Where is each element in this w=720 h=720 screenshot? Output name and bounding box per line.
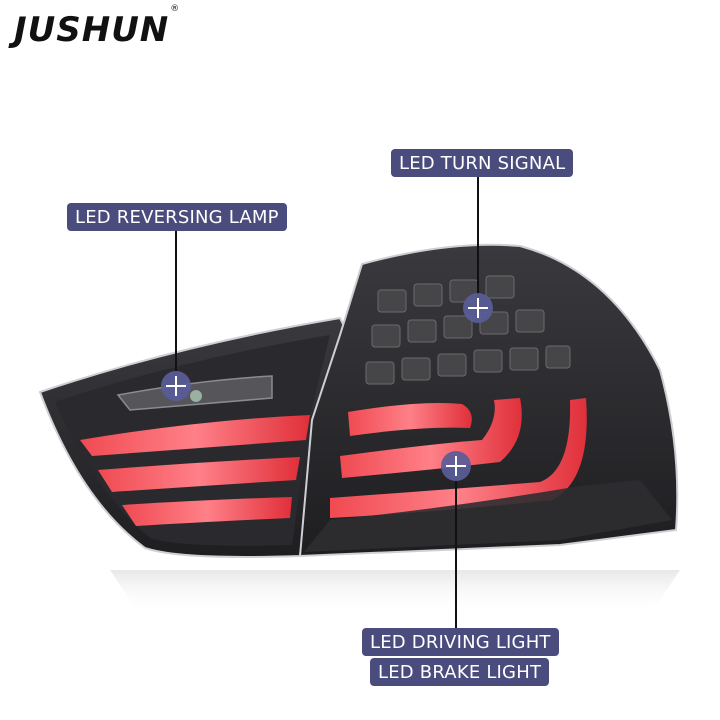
red-bar-3 [122,497,292,526]
driving-marker [441,451,471,481]
brake-light-label: LED BRAKE LIGHT [370,658,550,686]
brand-name: JUSHUN [14,10,170,50]
floor-reflection [110,570,680,615]
red-l-bar-1 [348,403,472,436]
honeycomb-section [304,480,672,552]
red-bar-2 [98,457,300,492]
red-bar-1 [80,415,310,456]
turn-marker [463,293,493,323]
right-lamp [298,243,679,558]
reversing-marker [161,371,191,401]
registered-mark: ® [170,3,181,14]
driving-light-label: LED DRIVING LIGHT [362,628,559,656]
turn-signal-label: LED TURN SIGNAL [391,149,574,177]
red-l-bar-2 [340,398,522,478]
brand-logo: JUSHUN® [14,4,179,50]
left-lamp [38,316,348,558]
reversing-lamp-label: LED REVERSING LAMP [67,203,287,231]
red-l-bar-3 [330,398,587,518]
